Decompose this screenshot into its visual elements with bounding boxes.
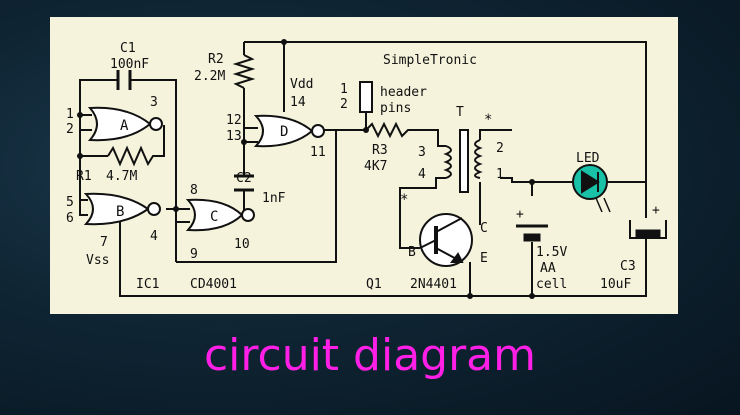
label-battery-plus: + xyxy=(516,207,524,222)
label-pin-3: 3 xyxy=(150,95,158,110)
label-battery-volts: 1.5V xyxy=(536,245,567,260)
wire-c3-bottom xyxy=(532,238,647,297)
wire-c2-join xyxy=(243,127,258,176)
label-battery-kind: cell xyxy=(536,277,567,292)
wire-sec-top xyxy=(479,129,512,140)
wire-top-rail xyxy=(244,41,647,218)
label-pin-13: 13 xyxy=(226,129,242,144)
label-pin-5: 5 xyxy=(66,195,74,210)
label-emitter: E xyxy=(480,251,488,266)
label-pin-9: 9 xyxy=(190,247,198,262)
label-gate-a: A xyxy=(120,118,129,134)
label-transformer: T xyxy=(456,105,464,120)
label-r2-value: 2.2M xyxy=(194,69,225,84)
label-c1: C1 xyxy=(120,41,136,56)
label-r1-value: 4.7M xyxy=(106,169,137,184)
wire-sec-bottom xyxy=(500,177,533,196)
wire-feedback xyxy=(176,130,337,263)
schematic-panel xyxy=(50,17,678,314)
wire-c1-right xyxy=(130,79,177,262)
label-pin-14: 14 xyxy=(290,95,306,110)
label-pin-4: 4 xyxy=(150,229,158,244)
label-pins: pins xyxy=(380,101,411,116)
wire-vss xyxy=(119,222,532,297)
label-vdd: Vdd xyxy=(290,77,313,92)
junction-dots xyxy=(77,39,535,299)
label-t-pin-3: 3 xyxy=(418,145,426,160)
label-pin-1: 1 xyxy=(66,107,74,122)
label-led: LED xyxy=(576,151,600,166)
wire-led xyxy=(532,181,647,218)
capacitor-c2-symbol xyxy=(234,174,254,192)
resistor-r3-symbol xyxy=(365,121,412,139)
label-star-pri: * xyxy=(400,192,408,208)
label-gate-d: D xyxy=(280,124,288,140)
capacitor-c1-symbol xyxy=(116,70,132,90)
wire-a-out xyxy=(158,125,165,157)
label-gate-b: B xyxy=(116,204,124,220)
resistor-r1-symbol xyxy=(107,145,158,167)
label-c3-value: 10uF xyxy=(600,277,631,292)
label-c3-plus: + xyxy=(652,203,660,218)
label-header: header xyxy=(380,85,427,100)
label-pin-11: 11 xyxy=(310,145,326,160)
header-pins-symbol xyxy=(359,81,373,113)
wire-a-to-b xyxy=(79,156,88,216)
nor-gate-c xyxy=(185,198,255,232)
wire-d-out xyxy=(324,112,367,131)
label-battery-type: AA xyxy=(540,261,556,276)
label-pin-8: 8 xyxy=(190,183,198,198)
nor-gate-a xyxy=(87,106,163,142)
label-q1-value: 2N4401 xyxy=(410,277,457,292)
label-c1-value: 100nF xyxy=(110,57,149,72)
label-vss: Vss xyxy=(86,253,109,268)
capacitor-c3-symbol xyxy=(629,220,667,239)
label-pin-12: 12 xyxy=(226,113,242,128)
nor-gate-b xyxy=(83,192,161,226)
wire-c1-left xyxy=(79,79,118,115)
led-symbol xyxy=(572,164,611,213)
wire-c-inputs xyxy=(175,209,190,223)
label-r3: R3 xyxy=(372,143,388,158)
label-ic1-value: CD4001 xyxy=(190,277,237,292)
label-gate-c: C xyxy=(210,209,218,225)
resistor-r2-symbol xyxy=(232,54,256,89)
label-q1: Q1 xyxy=(366,277,382,292)
label-ic1: IC1 xyxy=(136,277,159,292)
label-c2-value: 1nF xyxy=(262,191,286,206)
label-c2: C2 xyxy=(236,171,252,186)
battery-cell-symbol xyxy=(516,224,548,242)
label-base: B xyxy=(408,245,416,260)
label-pin-2: 2 xyxy=(66,122,74,137)
label-t-pin-2: 2 xyxy=(496,141,504,156)
label-c3: C3 xyxy=(620,259,636,274)
nor-gate-d xyxy=(253,114,325,148)
caption-title: circuit diagram xyxy=(203,330,537,381)
transistor-q1-symbol xyxy=(419,213,473,267)
wire-r3-right xyxy=(412,129,446,147)
wire-pri-bottom xyxy=(399,177,446,249)
label-star-sec: * xyxy=(484,112,492,128)
label-r2: R2 xyxy=(208,52,224,67)
label-t-pin-1: 1 xyxy=(496,167,504,182)
label-r1: R1 xyxy=(76,169,92,184)
label-pin-7: 7 xyxy=(100,235,108,250)
label-t-pin-4: 4 xyxy=(418,167,426,182)
transformer-t-symbol xyxy=(443,129,483,193)
label-hdr-pin-1: 1 xyxy=(340,82,348,97)
label-pin-6: 6 xyxy=(66,211,74,226)
label-pin-10: 10 xyxy=(234,237,250,252)
label-brand: SimpleTronic xyxy=(383,53,477,68)
label-r3-value: 4K7 xyxy=(364,159,387,174)
label-hdr-pin-2: 2 xyxy=(340,97,348,112)
label-collector: C xyxy=(480,221,488,236)
